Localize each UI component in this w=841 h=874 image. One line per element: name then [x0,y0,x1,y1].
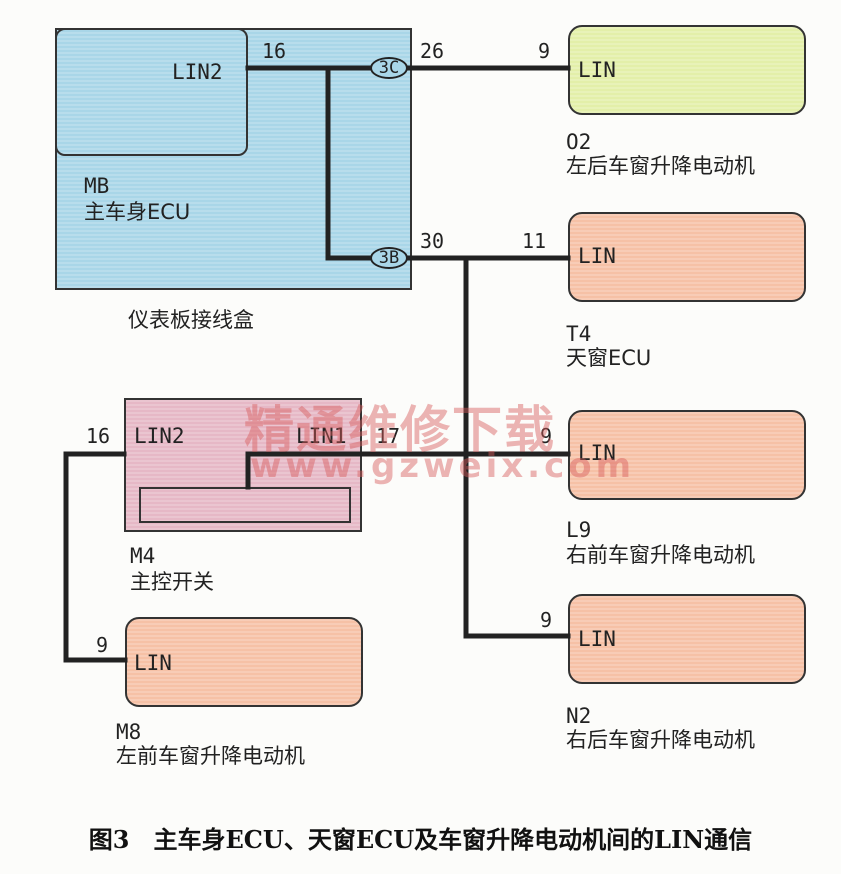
mb-lin2-label: LIN2 [172,60,223,84]
o2-id: O2 [566,130,592,154]
m4-switch-box [124,398,362,532]
connector-3c: 3C [370,57,408,79]
n2-motor-box [568,594,806,684]
m8-lin-label: LIN [134,651,172,675]
n2-id: N2 [566,704,592,728]
l9-id: L9 [566,518,592,542]
m8-name: 左前车窗升降电动机 [116,744,305,768]
pin-3b-30: 30 [420,229,445,253]
n2-pin-9: 9 [540,608,553,632]
watermark-url: www.gzweix.com [250,446,636,486]
m4-inner-box [139,487,351,523]
t4-id: T4 [566,322,592,346]
o2-motor-box [568,25,806,115]
l9-lin-label: LIN [578,441,616,465]
m4-id: M4 [130,544,156,568]
t4-lin-label: LIN [578,244,616,268]
t4-ecu-box [568,212,806,302]
mb-pin-16: 16 [262,39,287,63]
l9-motor-box [568,410,806,500]
m4-pin-16: 16 [86,424,111,448]
figure-caption: 图3 主车身ECU、天窗ECU及车窗升降电动机间的LIN通信 [88,825,753,854]
l9-name: 右前车窗升降电动机 [566,543,755,567]
m8-id: M8 [116,720,142,744]
mb-id: MB [84,174,110,198]
n2-lin-label: LIN [578,627,616,651]
t4-pin-11: 11 [522,229,547,253]
junction-box-caption: 仪表板接线盒 [128,308,254,332]
n2-name: 右后车窗升降电动机 [566,728,755,752]
m8-motor-box [125,617,363,707]
l9-pin-9: 9 [540,424,553,448]
m4-name: 主控开关 [130,570,214,594]
o2-pin-9: 9 [538,39,551,63]
m4-lin1-label: LIN1 [296,424,347,448]
o2-name: 左后车窗升降电动机 [566,154,755,178]
connector-3b: 3B [370,247,408,269]
m8-pin-9: 9 [96,633,109,657]
m4-lin2-label: LIN2 [134,424,185,448]
mb-lin-inner-box [55,28,248,156]
mb-name: 主车身ECU [84,200,191,224]
watermark-title: 精通维修下载 [244,401,556,459]
m4-pin-17: 17 [376,424,401,448]
t4-name: 天窗ECU [566,346,652,370]
o2-lin-label: LIN [578,58,616,82]
pin-3c-26: 26 [420,39,445,63]
